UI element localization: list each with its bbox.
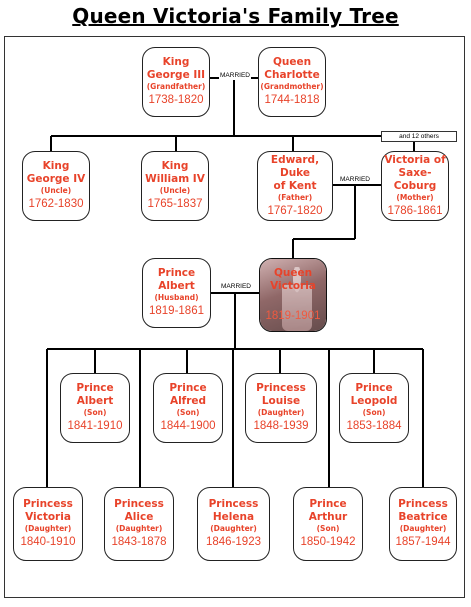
person-years: 1767-1820 bbox=[267, 204, 323, 217]
person-name: King bbox=[42, 160, 70, 172]
person-name: William IV bbox=[145, 173, 205, 185]
married-label-grandparents: MARRIED bbox=[219, 72, 251, 80]
person-years: 1762-1830 bbox=[28, 198, 84, 210]
person-name: George IV bbox=[26, 173, 86, 185]
person-name: of Kent bbox=[273, 179, 317, 192]
person-years: 1738-1820 bbox=[148, 94, 204, 106]
person-years: 1819-1861 bbox=[149, 305, 204, 317]
person-princess-helena: Princess Helena (Daughter) 1846-1923 bbox=[197, 487, 270, 561]
person-name: Queen Victoria bbox=[270, 266, 316, 292]
person-prince-arthur: Prince Arthur (Son) 1850-1942 bbox=[293, 487, 363, 561]
portrait-figure-icon bbox=[282, 267, 312, 331]
person-role: (Uncle) bbox=[159, 186, 191, 195]
person-role: (Mother) bbox=[396, 192, 434, 202]
married-label-parents: MARRIED bbox=[339, 176, 371, 184]
person-george-iv: King George IV (Uncle) 1762-1830 bbox=[22, 151, 90, 221]
person-role: (Daughter) bbox=[257, 408, 305, 417]
person-name: Princess Helena bbox=[208, 498, 259, 523]
person-years: 1841-1910 bbox=[67, 420, 123, 432]
person-name: King bbox=[161, 160, 189, 172]
person-role: (Son) bbox=[316, 524, 340, 533]
and-others-note: and 12 others bbox=[381, 131, 457, 142]
person-prince-alfred: Prince Alfred (Son) 1844-1900 bbox=[153, 373, 223, 443]
person-name: Prince Albert bbox=[157, 267, 196, 292]
person-years: 1857-1944 bbox=[395, 536, 451, 548]
person-name: Saxe-Coburg bbox=[393, 166, 437, 192]
person-role: (Daughter) bbox=[115, 524, 163, 533]
person-victoria-of-saxe-coburg: Victoria of Saxe-Coburg (Mother) 1786-18… bbox=[381, 151, 449, 221]
person-name: Princess Alice bbox=[114, 498, 164, 523]
person-name: King bbox=[162, 56, 190, 68]
person-william-iv: King William IV (Uncle) 1765-1837 bbox=[141, 151, 209, 221]
person-years: 1850-1942 bbox=[300, 536, 356, 548]
person-queen-charlotte: Queen Charlotte (Grandmother) 1744-1818 bbox=[258, 47, 326, 117]
person-role: (Grandmother) bbox=[260, 82, 324, 91]
person-princess-beatrice: Princess Beatrice (Daughter) 1857-1944 bbox=[389, 487, 457, 561]
person-role: (Daughter) bbox=[399, 524, 447, 533]
person-role: (Daughter) bbox=[210, 524, 257, 533]
person-name: Victoria bbox=[25, 511, 71, 523]
person-role: (Uncle) bbox=[40, 186, 72, 195]
person-name: Princess bbox=[398, 498, 448, 510]
person-name: Charlotte bbox=[264, 69, 320, 81]
person-name: Edward, Duke bbox=[270, 153, 320, 179]
person-name: Beatrice bbox=[398, 511, 448, 523]
person-name: George III bbox=[146, 69, 206, 81]
person-prince-albert-husband: Prince Albert (Husband) 1819-1861 bbox=[142, 258, 211, 328]
person-years: 1843-1878 bbox=[111, 536, 167, 548]
person-years: 1846-1923 bbox=[206, 536, 261, 548]
person-prince-albert-son: Prince Albert (Son) 1841-1910 bbox=[60, 373, 130, 443]
person-name: Prince Arthur bbox=[308, 498, 348, 523]
person-years: 1744-1818 bbox=[264, 94, 320, 106]
married-label-victoria: MARRIED bbox=[220, 283, 252, 291]
person-years: 1853-1884 bbox=[346, 420, 402, 432]
person-role: (Son) bbox=[362, 408, 386, 417]
person-name: Princess Louise bbox=[256, 382, 306, 407]
person-years: 1840-1910 bbox=[20, 536, 76, 548]
person-role: (Husband) bbox=[154, 293, 199, 302]
person-prince-leopold: Prince Leopold (Son) 1853-1884 bbox=[339, 373, 409, 443]
tree-frame bbox=[4, 36, 465, 598]
person-queen-victoria: Queen Victoria 1819-1901 bbox=[259, 258, 327, 332]
person-role: (Son) bbox=[176, 408, 200, 417]
person-name: Princess bbox=[23, 498, 73, 510]
person-years: 1848-1939 bbox=[253, 420, 309, 432]
page-title: Queen Victoria's Family Tree bbox=[72, 4, 399, 28]
person-george-iii: King George III (Grandfather) 1738-1820 bbox=[142, 47, 210, 117]
person-role: (Son) bbox=[83, 408, 107, 417]
person-years: 1786-1861 bbox=[387, 204, 443, 217]
person-role: (Daughter) bbox=[24, 524, 72, 533]
person-name: Prince Albert bbox=[76, 382, 114, 407]
person-name: Prince Leopold bbox=[350, 382, 398, 407]
person-edward-duke-of-kent: Edward, Duke of Kent (Father) 1767-1820 bbox=[257, 151, 333, 221]
person-years: 1819-1901 bbox=[265, 309, 321, 322]
person-princess-louise: Princess Louise (Daughter) 1848-1939 bbox=[245, 373, 317, 443]
person-role: (Grandfather) bbox=[146, 82, 206, 91]
person-years: 1765-1837 bbox=[147, 198, 203, 210]
person-princess-alice: Princess Alice (Daughter) 1843-1878 bbox=[104, 487, 174, 561]
person-role: (Father) bbox=[277, 192, 313, 202]
person-name: Queen bbox=[272, 56, 312, 68]
person-princess-victoria: Princess Victoria (Daughter) 1840-1910 bbox=[13, 487, 83, 561]
person-name: Victoria of bbox=[384, 153, 446, 166]
person-name: Prince Alfred bbox=[169, 382, 207, 407]
person-years: 1844-1900 bbox=[160, 420, 216, 432]
